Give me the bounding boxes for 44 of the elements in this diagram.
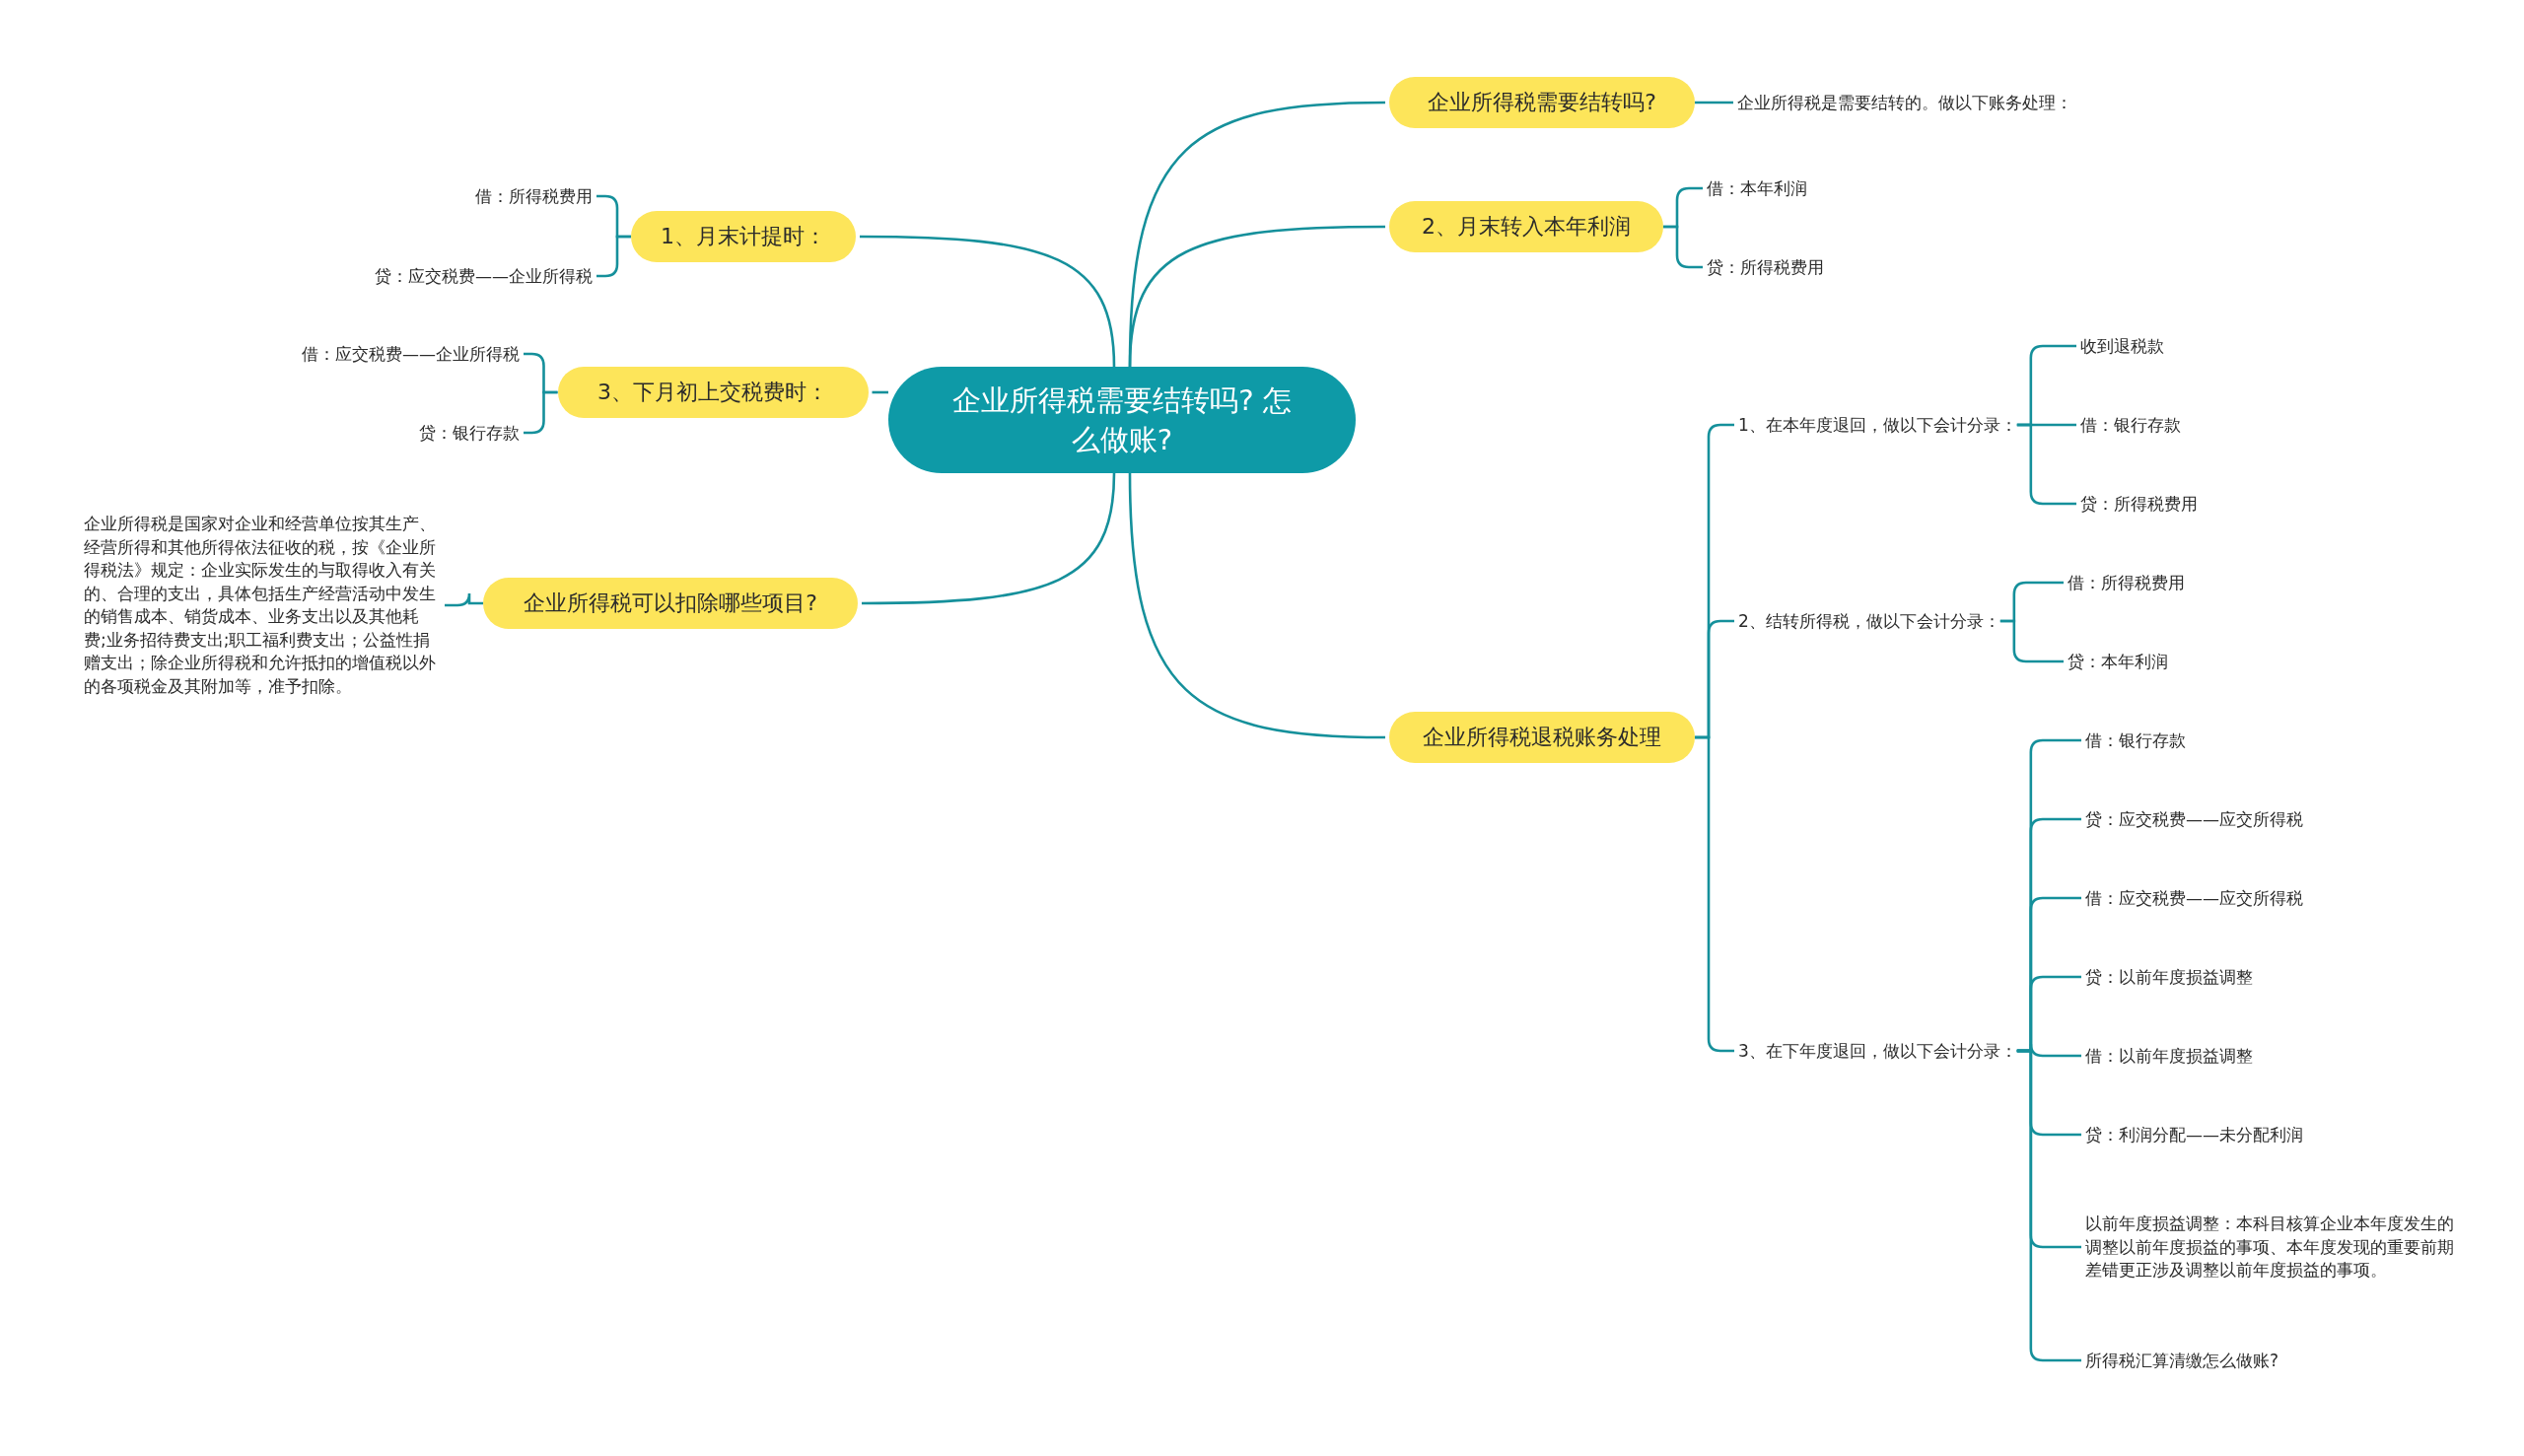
subtopic-text: 借：银行存款 bbox=[2080, 413, 2181, 437]
connector-line bbox=[1128, 472, 1386, 739]
subtopic-text: 贷：银行存款 bbox=[419, 421, 520, 445]
subtopic-text: 企业所得税是需要结转的。做以下账务处理： bbox=[1737, 91, 2072, 114]
central-topic: 企业所得税需要结转吗? 怎么做账? bbox=[888, 367, 1356, 473]
subtopic-text: 借：所得税费用 bbox=[2068, 571, 2185, 594]
subtopic-text: 贷：应交税费——应交所得税 bbox=[2085, 807, 2303, 831]
topic-box: 1、月末计提时： bbox=[631, 211, 856, 262]
subtopic-text: 3、在下年度退回，做以下会计分录： bbox=[1738, 1039, 2017, 1063]
subtopic-text: 借：应交税费——应交所得税 bbox=[2085, 886, 2303, 910]
subtopic-text: 借：银行存款 bbox=[2085, 728, 2186, 752]
connector-line bbox=[445, 591, 483, 607]
subtopic-text: 贷：以前年度损益调整 bbox=[2085, 965, 2253, 989]
topic-box: 企业所得税退税账务处理 bbox=[1389, 712, 1695, 763]
connector-line bbox=[524, 390, 558, 435]
connector-line bbox=[2016, 423, 2076, 506]
subtopic-text: 贷：应交税费——企业所得税 bbox=[375, 264, 593, 288]
subtopic-text: 2、结转所得税，做以下会计分录： bbox=[1738, 609, 2000, 633]
connector-line bbox=[860, 235, 1116, 368]
topic-box: 2、月末转入本年利润 bbox=[1389, 201, 1663, 252]
subtopic-text: 借：应交税费——企业所得税 bbox=[302, 342, 520, 366]
connector-line bbox=[1663, 225, 1703, 269]
connector-line bbox=[1128, 225, 1385, 368]
subtopic-text: 所得税汇算清缴怎么做账? bbox=[2085, 1349, 2279, 1372]
topic-box: 企业所得税需要结转吗? bbox=[1389, 77, 1695, 128]
connector-line bbox=[2016, 1049, 2081, 1362]
subtopic-text: 借：本年利润 bbox=[1707, 176, 1807, 200]
subtopic-text: 贷：所得税费用 bbox=[1707, 255, 1824, 279]
subtopic-text: 收到退税款 bbox=[2080, 334, 2164, 358]
subtopic-text: 贷：本年利润 bbox=[2068, 650, 2168, 673]
subtopic-text: 贷：所得税费用 bbox=[2080, 492, 2198, 516]
connector-line bbox=[1695, 101, 1733, 104]
note-text: 企业所得税是国家对企业和经营单位按其生产、经营所得和其他所得依法征收的税，按《企业所得税法》规定：企业实际发生的与取得收入有关的、合理的支出，具体包括生产经营活动中发生的销售成本、销货成本、业务支出以及其他耗费;业务招待费支出;职工福利费支出；公益性捐赠支出；除企业所得税和允许抵扣的增值税以外的各项税金及其附加等，准予扣除。 bbox=[84, 513, 441, 698]
subtopic-text: 借：所得税费用 bbox=[475, 184, 593, 208]
subtopic-text: 借：以前年度损益调整 bbox=[2085, 1044, 2253, 1068]
connector-line bbox=[596, 235, 631, 278]
subtopic-text: 1、在本年度退回，做以下会计分录： bbox=[1738, 413, 2017, 437]
connector-line bbox=[862, 472, 1116, 605]
subtopic-text: 贷：利润分配——未分配利润 bbox=[2085, 1123, 2303, 1146]
topic-box: 3、下月初上交税费时： bbox=[557, 367, 869, 418]
connector-line bbox=[872, 390, 888, 394]
topic-box: 企业所得税可以扣除哪些项目? bbox=[483, 578, 858, 629]
connector-line bbox=[1999, 619, 2064, 663]
note-text: 以前年度损益调整：本科目核算企业本年度发生的调整以前年度损益的事项、本年度发现的重要前期差错更正涉及调整以前年度损益的事项。 bbox=[2085, 1212, 2455, 1283]
